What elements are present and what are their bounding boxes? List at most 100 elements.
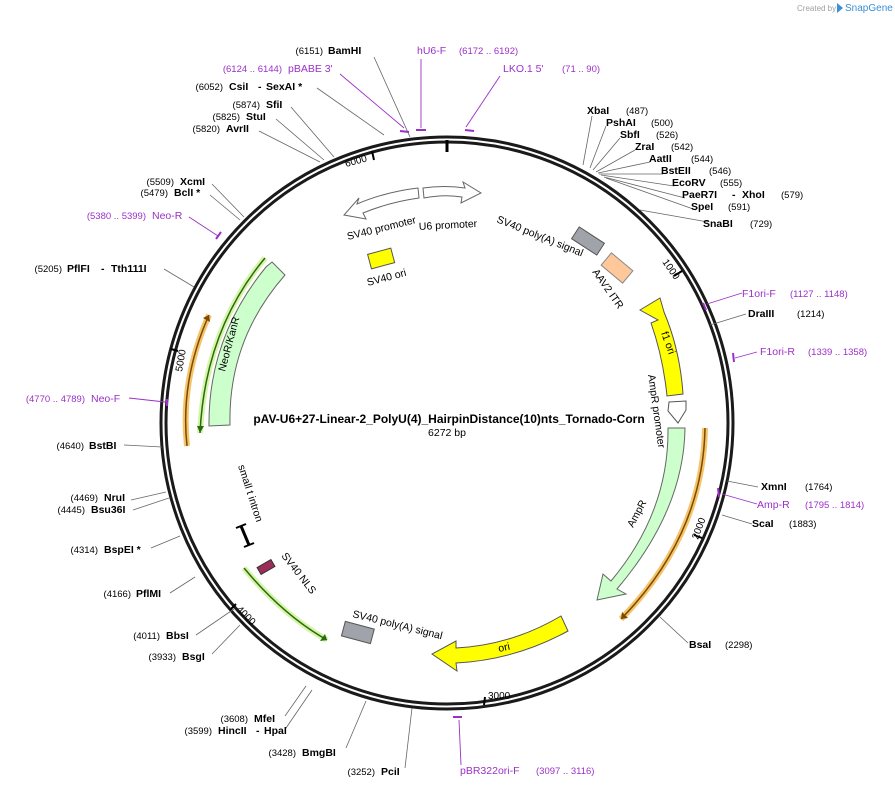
small-t-intron-marker[interactable] — [235, 523, 255, 548]
label-ampr-promoter: AmpR promoter — [645, 374, 667, 450]
primer-neo-r[interactable]: Neo-R — [152, 210, 183, 222]
brand-text: SnapGene — [845, 3, 893, 14]
ampr-arrow[interactable] — [596, 427, 686, 601]
primer-pbr322ori-f[interactable]: pBR322ori-F — [460, 765, 520, 777]
primer-f1ori-f[interactable]: F1ori-F — [742, 288, 776, 300]
enzyme-stui[interactable]: StuI — [246, 111, 266, 123]
enzyme-pos-bspei: (4314) — [71, 545, 98, 556]
primer-range-neo-r: (5380 .. 5399) — [87, 211, 146, 222]
enzyme-pos-pflfi: (5205) — [35, 264, 62, 275]
enzyme-dash-pflfi: - — [101, 263, 105, 275]
enzyme-hincii[interactable]: HincII — [218, 725, 247, 737]
enzyme-bsu36i[interactable]: Bsu36I — [91, 504, 126, 516]
primer-range-hu6-f: (6172 .. 6192) — [459, 46, 518, 57]
label-sv40-nls: SV40 NLS — [279, 550, 319, 596]
snapgene-logo-icon — [837, 3, 843, 13]
primer-amp-r[interactable]: Amp-R — [757, 499, 790, 511]
primer-range-f1ori-r: (1339 .. 1358) — [808, 347, 867, 358]
enzyme-pflmi[interactable]: PflMI — [136, 588, 161, 600]
enzyme-pos-aatii: (544) — [691, 154, 713, 165]
enzyme-pos-bsteii: (546) — [709, 166, 731, 177]
label-sv40-ori: SV40 ori — [366, 267, 408, 289]
primer-f1ori-r[interactable]: F1ori-R — [760, 346, 795, 358]
enzyme-bstbi[interactable]: BstBI — [89, 440, 117, 452]
enzyme-scai[interactable]: ScaI — [752, 518, 774, 530]
enzyme-bbsi[interactable]: BbsI — [166, 630, 189, 642]
backbone — [159, 135, 735, 711]
label-ampr: AmpR — [625, 498, 649, 530]
enzyme-mfei[interactable]: MfeI — [254, 713, 275, 725]
enzyme-pos-bmgbi: (3428) — [269, 748, 296, 759]
enzyme-dash-hincii: - — [256, 725, 260, 737]
primer-range-pbr322ori-f: (3097 .. 3116) — [536, 766, 594, 777]
enzyme-pos-xbai: (487) — [626, 106, 648, 117]
sv40-polya-box-1[interactable] — [570, 226, 606, 256]
enzyme-pos-avrii: (5820) — [193, 124, 220, 135]
enzyme-bsgi[interactable]: BsgI — [182, 651, 205, 663]
enzyme-snabi[interactable]: SnaBI — [703, 218, 733, 230]
ampr-promoter-arrow[interactable] — [667, 400, 687, 424]
enzyme-pshai[interactable]: PshAI — [606, 117, 636, 129]
enzyme-csii[interactable]: CsiI — [229, 81, 248, 93]
label-ori: ori — [497, 641, 511, 655]
enzyme-labels-left: (6151) BamHI (6052) CsiI - SexAI * (5874… — [35, 45, 400, 778]
enzyme-bsteii[interactable]: BstEII — [661, 165, 691, 177]
enzyme-ecorv[interactable]: EcoRV — [672, 177, 706, 189]
primer-range-f1ori-f: (1127 .. 1148) — [790, 289, 848, 300]
enzyme-pcii[interactable]: PciI — [381, 766, 400, 778]
enzyme-pos-nrui: (4469) — [71, 493, 98, 504]
neor-kanr-arrow[interactable] — [208, 261, 286, 427]
enzyme-pos-pcii: (3252) — [348, 767, 375, 778]
primer-range-neo-f: (4770 .. 4789) — [26, 394, 85, 405]
enzyme-sbfi[interactable]: SbfI — [620, 129, 640, 141]
sv40-nls-box[interactable] — [256, 558, 276, 576]
enzyme-aatii[interactable]: AatII — [649, 153, 672, 165]
enzyme-paer7i[interactable]: PaeR7I — [682, 189, 717, 201]
enzyme-bcli[interactable]: BclI * — [174, 187, 201, 199]
primer-range-pbabe3: (6124 .. 6144) — [223, 64, 282, 75]
enzyme-spei[interactable]: SpeI — [691, 201, 713, 213]
enzyme-pos-xcmi: (5509) — [147, 177, 174, 188]
enzyme-nrui[interactable]: NruI — [104, 492, 125, 504]
enzyme-xcmi[interactable]: XcmI — [180, 176, 205, 188]
enzyme-tth111i[interactable]: Tth111I — [111, 263, 147, 275]
enzyme-hpai[interactable]: HpaI — [264, 725, 287, 737]
sv40-promoter-arrow[interactable] — [343, 187, 420, 220]
enzyme-pos-bstbi: (4640) — [57, 441, 84, 452]
enzyme-pos-sbfi: (526) — [656, 130, 678, 141]
primer-hu6-f[interactable]: hU6-F — [417, 45, 446, 57]
label-sv40-promoter: SV40 promoter — [346, 214, 418, 243]
enzyme-draiii[interactable]: DraIII — [748, 308, 774, 320]
enzyme-zrai[interactable]: ZraI — [635, 141, 654, 153]
enzyme-xbai[interactable]: XbaI — [587, 105, 609, 117]
u6-promoter-arrow[interactable] — [422, 180, 483, 204]
primer-neo-f[interactable]: Neo-F — [91, 393, 120, 405]
aav2-itr-box[interactable] — [600, 252, 634, 284]
enzyme-sexai[interactable]: SexAI * — [266, 81, 303, 93]
enzyme-bspei[interactable]: BspEI * — [104, 544, 142, 556]
primer-lko1-5[interactable]: LKO.1 5' — [503, 63, 544, 75]
enzyme-xhoi[interactable]: XhoI — [742, 189, 765, 201]
enzyme-pos-mfei: (3608) — [221, 714, 248, 725]
enzyme-pos-bcli: (5479) — [141, 188, 168, 199]
enzyme-pos-csii: (6052) — [196, 82, 223, 93]
enzyme-sfii[interactable]: SfiI — [266, 99, 282, 111]
sv40-ori-box[interactable] — [366, 247, 396, 270]
enzyme-dash-csii: - — [258, 81, 262, 93]
enzyme-bmgbi[interactable]: BmgBI — [302, 747, 336, 759]
sv40-polya-box-2[interactable] — [340, 620, 375, 645]
ticks: 6000 1000 2000 3000 4000 5000 — [170, 150, 709, 706]
enzyme-pos-bamhi: (6151) — [296, 46, 323, 57]
enzyme-bsai[interactable]: BsaI — [689, 639, 711, 651]
enzyme-bamhi[interactable]: BamHI — [328, 45, 361, 57]
enzyme-avrii[interactable]: AvrII — [226, 123, 249, 135]
enzyme-pos-bsu36i: (4445) — [58, 505, 85, 516]
enzyme-pos-scai: (1883) — [789, 519, 816, 530]
enzyme-pos-stui: (5825) — [213, 112, 240, 123]
enzyme-xmni[interactable]: XmnI — [761, 481, 787, 493]
enzyme-pflfi[interactable]: PflFI — [67, 263, 90, 275]
primer-pbabe3[interactable]: pBABE 3' — [288, 63, 333, 75]
label-u6-promoter: U6 promoter — [419, 218, 478, 233]
f1-ori-arrow[interactable] — [639, 297, 684, 397]
ori-arrow[interactable] — [431, 615, 569, 673]
